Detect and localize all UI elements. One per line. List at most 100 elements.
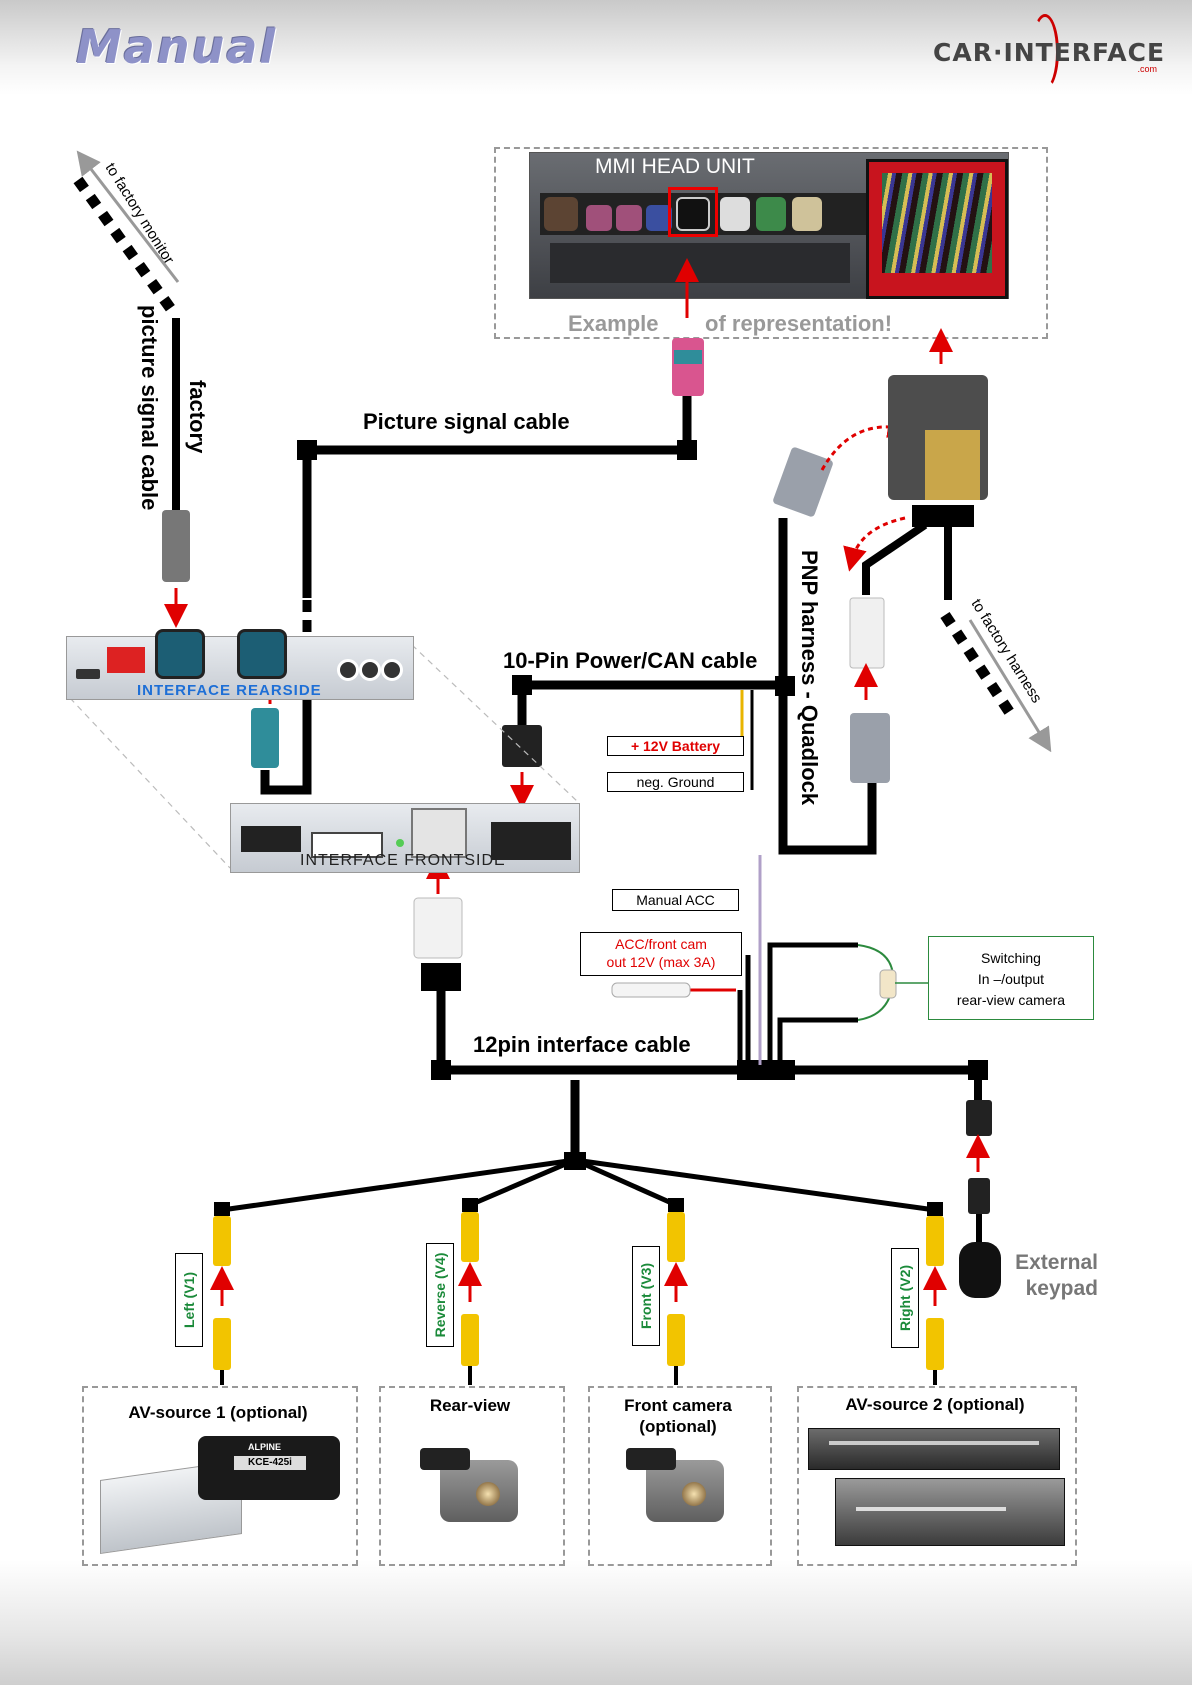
interface-rearside-label: INTERFACE REARSIDE bbox=[137, 682, 322, 699]
wires-bundle bbox=[882, 173, 992, 273]
curved-arrow-bottom bbox=[843, 516, 906, 572]
rearview-lens bbox=[476, 1482, 500, 1506]
dip-switch-rear bbox=[107, 647, 145, 673]
video-input-left: Left (V1) bbox=[175, 1253, 203, 1347]
rca-right-corner bbox=[927, 1202, 943, 1216]
connector-blue bbox=[646, 205, 672, 231]
picture-cable-corner-left bbox=[297, 440, 317, 460]
source-rearview-frame bbox=[379, 1386, 565, 1566]
to-factory-harness-arrow bbox=[968, 619, 1052, 753]
usb-port bbox=[76, 669, 100, 679]
grey-plug-bottom bbox=[850, 713, 890, 783]
external-keypad-line-1: External bbox=[1015, 1251, 1098, 1274]
rca-reverse-male bbox=[461, 1314, 479, 1366]
grey-plug-left bbox=[773, 447, 833, 517]
picture-cable-corner-right bbox=[677, 440, 697, 460]
connector-selected bbox=[668, 187, 718, 237]
switching-label: Switching In –/output rear-view camera bbox=[928, 936, 1094, 1020]
switching-line-2: In –/output bbox=[977, 971, 1045, 987]
switching-line-3: rear-view camera bbox=[956, 992, 1066, 1008]
slot-connector bbox=[311, 832, 383, 858]
fan-reverse bbox=[469, 1157, 576, 1208]
video-input-right: Right (V2) bbox=[891, 1248, 919, 1348]
rear-fakra-connector bbox=[251, 708, 279, 768]
video-input-reverse: Reverse (V4) bbox=[426, 1243, 454, 1347]
head-unit-title: MMI HEAD UNIT bbox=[595, 155, 755, 178]
ten-pin-plug bbox=[502, 725, 542, 767]
interface-rearside bbox=[66, 629, 414, 700]
av2-unit-bottom bbox=[835, 1478, 1065, 1546]
rca-left-male bbox=[213, 1318, 231, 1370]
head-unit-photo bbox=[529, 152, 1009, 299]
acc-front-cam-line-2: out 12V (max 3A) bbox=[606, 954, 716, 970]
logo-arc-icon bbox=[1031, 14, 1059, 90]
example-note-left: Example bbox=[568, 311, 659, 336]
car-interface-logo: CAR·INTERFACE .com bbox=[933, 14, 1166, 90]
source-av1-frame bbox=[82, 1386, 358, 1566]
picture-signal-cable bbox=[302, 395, 692, 598]
connector-beige bbox=[792, 197, 822, 231]
led-3 bbox=[381, 659, 403, 681]
twelve-pin-sleeve bbox=[421, 963, 461, 991]
video-input-left-text: Left (V1) bbox=[181, 1272, 197, 1328]
ground-label: neg. Ground bbox=[607, 772, 744, 792]
rca-front-male bbox=[667, 1314, 685, 1366]
rear-loop-cable bbox=[260, 700, 312, 795]
fakra-teal bbox=[674, 350, 702, 364]
pnp-harness-label: PNP harness - Quadlock bbox=[797, 550, 822, 806]
manual-title: Manual bbox=[76, 20, 278, 74]
source-front-title-1: Front camera bbox=[624, 1396, 732, 1415]
av1-box-black: ALPINE KCE-425i bbox=[198, 1436, 340, 1500]
av1-device-label: KCE-425i bbox=[234, 1456, 306, 1470]
connector-white bbox=[720, 197, 750, 231]
rca-left-female bbox=[213, 1216, 231, 1266]
lower-connectors bbox=[550, 243, 850, 283]
fan-front bbox=[573, 1157, 678, 1208]
keypad-plug-lower bbox=[968, 1178, 990, 1214]
connector-black bbox=[676, 197, 710, 231]
led-1 bbox=[337, 659, 359, 681]
perspective-line-1 bbox=[69, 697, 231, 869]
connector-violet-2 bbox=[616, 205, 642, 231]
quadlock-wires bbox=[925, 430, 980, 500]
picture-signal-cable-label: Picture signal cable bbox=[363, 409, 570, 434]
front-camera bbox=[646, 1460, 724, 1522]
head-unit-frame bbox=[494, 147, 1048, 339]
footer-bar bbox=[0, 1560, 1192, 1685]
video-input-front: Front (V3) bbox=[632, 1246, 660, 1346]
logo-text: CAR·INTERFACE bbox=[933, 38, 1166, 67]
dip-switch-front bbox=[241, 826, 301, 852]
ten-pin-socket bbox=[491, 822, 571, 860]
switching-wire-2 bbox=[777, 1017, 858, 1065]
manual-acc-label: Manual ACC bbox=[612, 889, 739, 911]
battery-label: + 12V Battery bbox=[607, 736, 744, 756]
fakra-socket-1 bbox=[155, 629, 205, 679]
twelve-pin-corner bbox=[431, 1060, 451, 1080]
source-front-title-2: (optional) bbox=[639, 1417, 717, 1436]
connector-violet-1 bbox=[586, 205, 612, 231]
source-av2-title: AV-source 2 (optional) bbox=[845, 1395, 1025, 1414]
rearview-bracket bbox=[420, 1448, 470, 1470]
rca-front-female bbox=[667, 1212, 685, 1262]
ten-pin-corner bbox=[512, 675, 532, 695]
av2-unit-top bbox=[808, 1428, 1060, 1470]
video-input-front-text: Front (V3) bbox=[638, 1262, 654, 1330]
status-led bbox=[396, 839, 404, 847]
external-keypad-line-2: keypad bbox=[1025, 1277, 1098, 1300]
fan-left bbox=[221, 1157, 576, 1213]
ten-pin-cable-label: 10-Pin Power/CAN cable bbox=[503, 648, 758, 673]
fakra-pink bbox=[672, 338, 704, 396]
switching-fuse bbox=[879, 969, 897, 999]
interface-frontside-label: INTERFACE FRONTSIDE bbox=[300, 852, 506, 869]
av1-brand: ALPINE bbox=[248, 1442, 282, 1452]
rearview-camera bbox=[440, 1460, 518, 1522]
keypad-knob bbox=[959, 1242, 1001, 1298]
rca-left-corner bbox=[214, 1202, 230, 1216]
white-plug bbox=[849, 597, 885, 669]
harness-to-white-plug bbox=[862, 521, 928, 595]
acc-front-cam-label: ACC/front cam out 12V (max 3A) bbox=[580, 932, 742, 976]
rca-reverse-corner bbox=[462, 1198, 478, 1212]
picture-signal-cable-vertical-label: picture signal cable bbox=[137, 305, 162, 511]
av2-bottom-slot bbox=[856, 1507, 1006, 1511]
